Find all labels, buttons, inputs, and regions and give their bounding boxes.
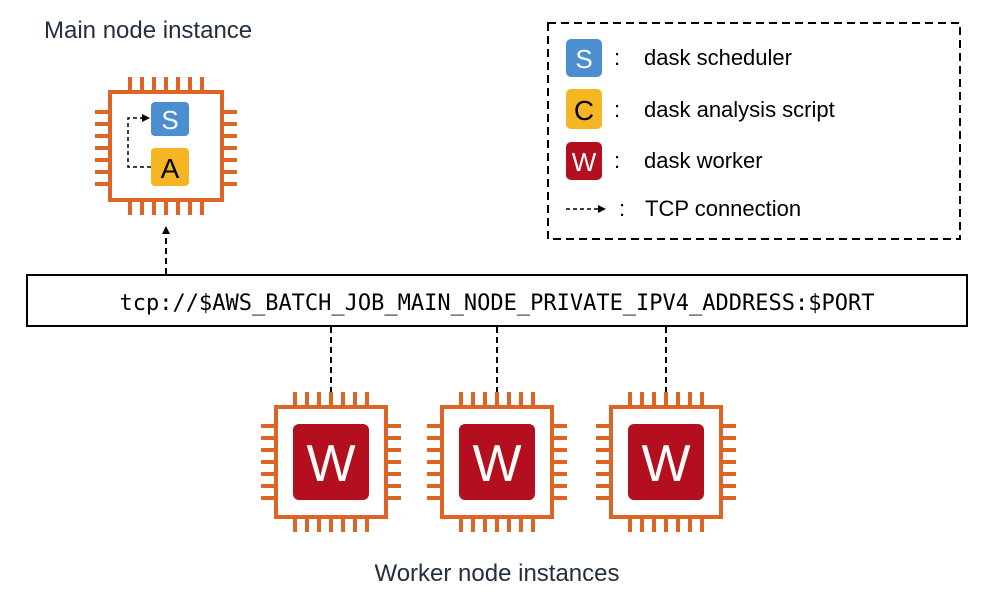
worker-nodes-title: Worker node instances	[374, 560, 619, 587]
legend: S : dask scheduler C : dask analysis scr…	[547, 22, 961, 240]
scheduler-badge-letter: S	[161, 105, 178, 135]
worker-badge	[628, 424, 704, 500]
legend-tcp-label: TCP connection	[645, 196, 801, 221]
legend-scheduler-badge	[566, 39, 602, 77]
legend-worker-letter: W	[572, 147, 597, 177]
legend-worker-sep: :	[614, 148, 620, 173]
legend-analysis-label: dask analysis script	[644, 97, 835, 122]
worker-chip-icon: W	[427, 392, 567, 532]
legend-border	[547, 22, 961, 240]
address-text: tcp://$AWS_BATCH_JOB_MAIN_NODE_PRIVATE_I…	[120, 291, 875, 316]
worker-badge-letter: W	[306, 435, 355, 493]
legend-analysis-sep: :	[614, 97, 620, 122]
legend-worker-label: dask worker	[644, 148, 763, 173]
analysis-badge: A	[151, 148, 189, 186]
worker-chip-icon: W	[596, 392, 736, 532]
worker-badge-letter: W	[641, 435, 690, 493]
legend-analysis-letter: C	[574, 95, 594, 126]
main-node-chip-icon	[95, 77, 237, 215]
legend-scheduler-label: dask scheduler	[644, 45, 792, 70]
worker-badge-letter: W	[472, 435, 521, 493]
legend-scheduler-letter: S	[575, 44, 592, 74]
worker-badge	[293, 424, 369, 500]
worker-connectors	[330, 327, 667, 392]
worker-chip-icon: W	[261, 392, 401, 532]
main-node-title: Main node instance	[44, 17, 252, 44]
address-box	[26, 274, 968, 327]
legend-tcp-sep: :	[619, 196, 625, 221]
worker-badge	[459, 424, 535, 500]
analysis-badge-letter: A	[161, 153, 180, 184]
scheduler-badge: S	[151, 102, 189, 136]
legend-scheduler-sep: :	[614, 45, 620, 70]
legend-analysis-badge	[566, 89, 602, 129]
legend-worker-badge	[566, 142, 602, 180]
